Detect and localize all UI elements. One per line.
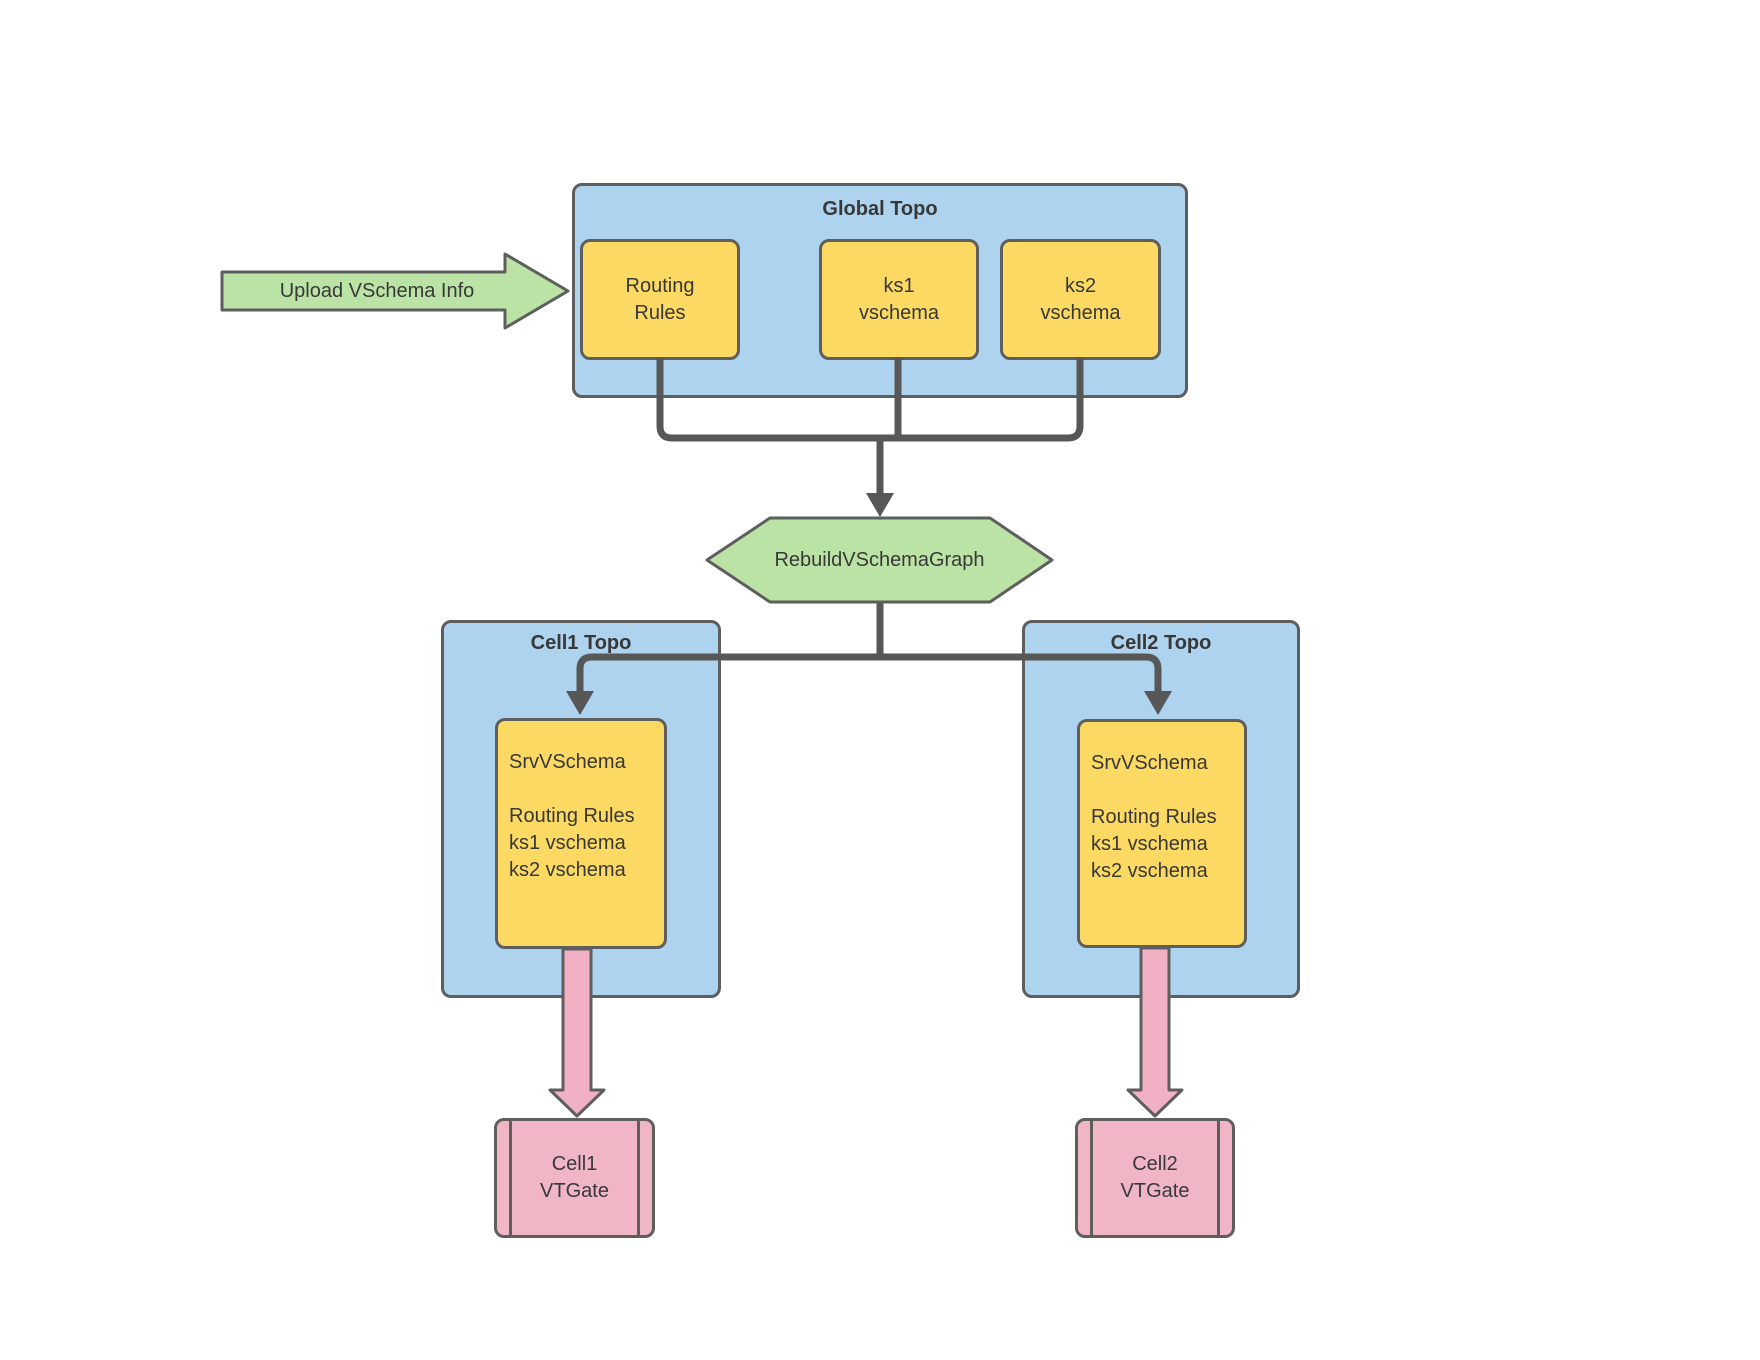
global-topo-title: Global Topo	[822, 198, 938, 220]
arrowhead-to-rebuild	[866, 493, 894, 517]
routing-rules-node	[580, 239, 740, 360]
ks1-vschema-label: ks1 vschema	[858, 274, 940, 324]
rebuild-hexagon-label: RebuildVSchemaGraph	[774, 548, 985, 571]
cell2-srvvschema-node	[1077, 719, 1247, 948]
cell1-vtgate-label: Cell1 VTGate	[540, 1153, 609, 1202]
cell1-vtgate-node	[494, 1118, 655, 1238]
ks2-vschema-node	[1000, 239, 1161, 360]
cell2-topo-title: Cell2 Topo	[1110, 632, 1212, 654]
routing-rules-label: Routing Rules	[625, 274, 695, 324]
cell2-vtgate-node	[1075, 1118, 1235, 1238]
vtgate-left-bar	[509, 1121, 512, 1235]
vtgate-right-bar	[1217, 1121, 1220, 1235]
vtgate-left-bar	[1090, 1121, 1093, 1235]
cell1-srvvschema-node	[495, 718, 667, 949]
ks2-vschema-label: ks2 vschema	[1040, 274, 1121, 324]
vtgate-right-bar	[637, 1121, 640, 1235]
cell2-vtgate-label: Cell2 VTGate	[1120, 1153, 1190, 1202]
cell1-topo-title: Cell1 Topo	[530, 632, 632, 654]
upload-arrow-label: Upload VSchema Info	[279, 279, 475, 302]
cell2-srvvschema-text: SrvVSchema Routing Rules ks1 vschema ks2…	[1091, 752, 1217, 882]
cell1-srvvschema-text: SrvVSchema Routing Rules ks1 vschema ks2…	[509, 751, 635, 881]
